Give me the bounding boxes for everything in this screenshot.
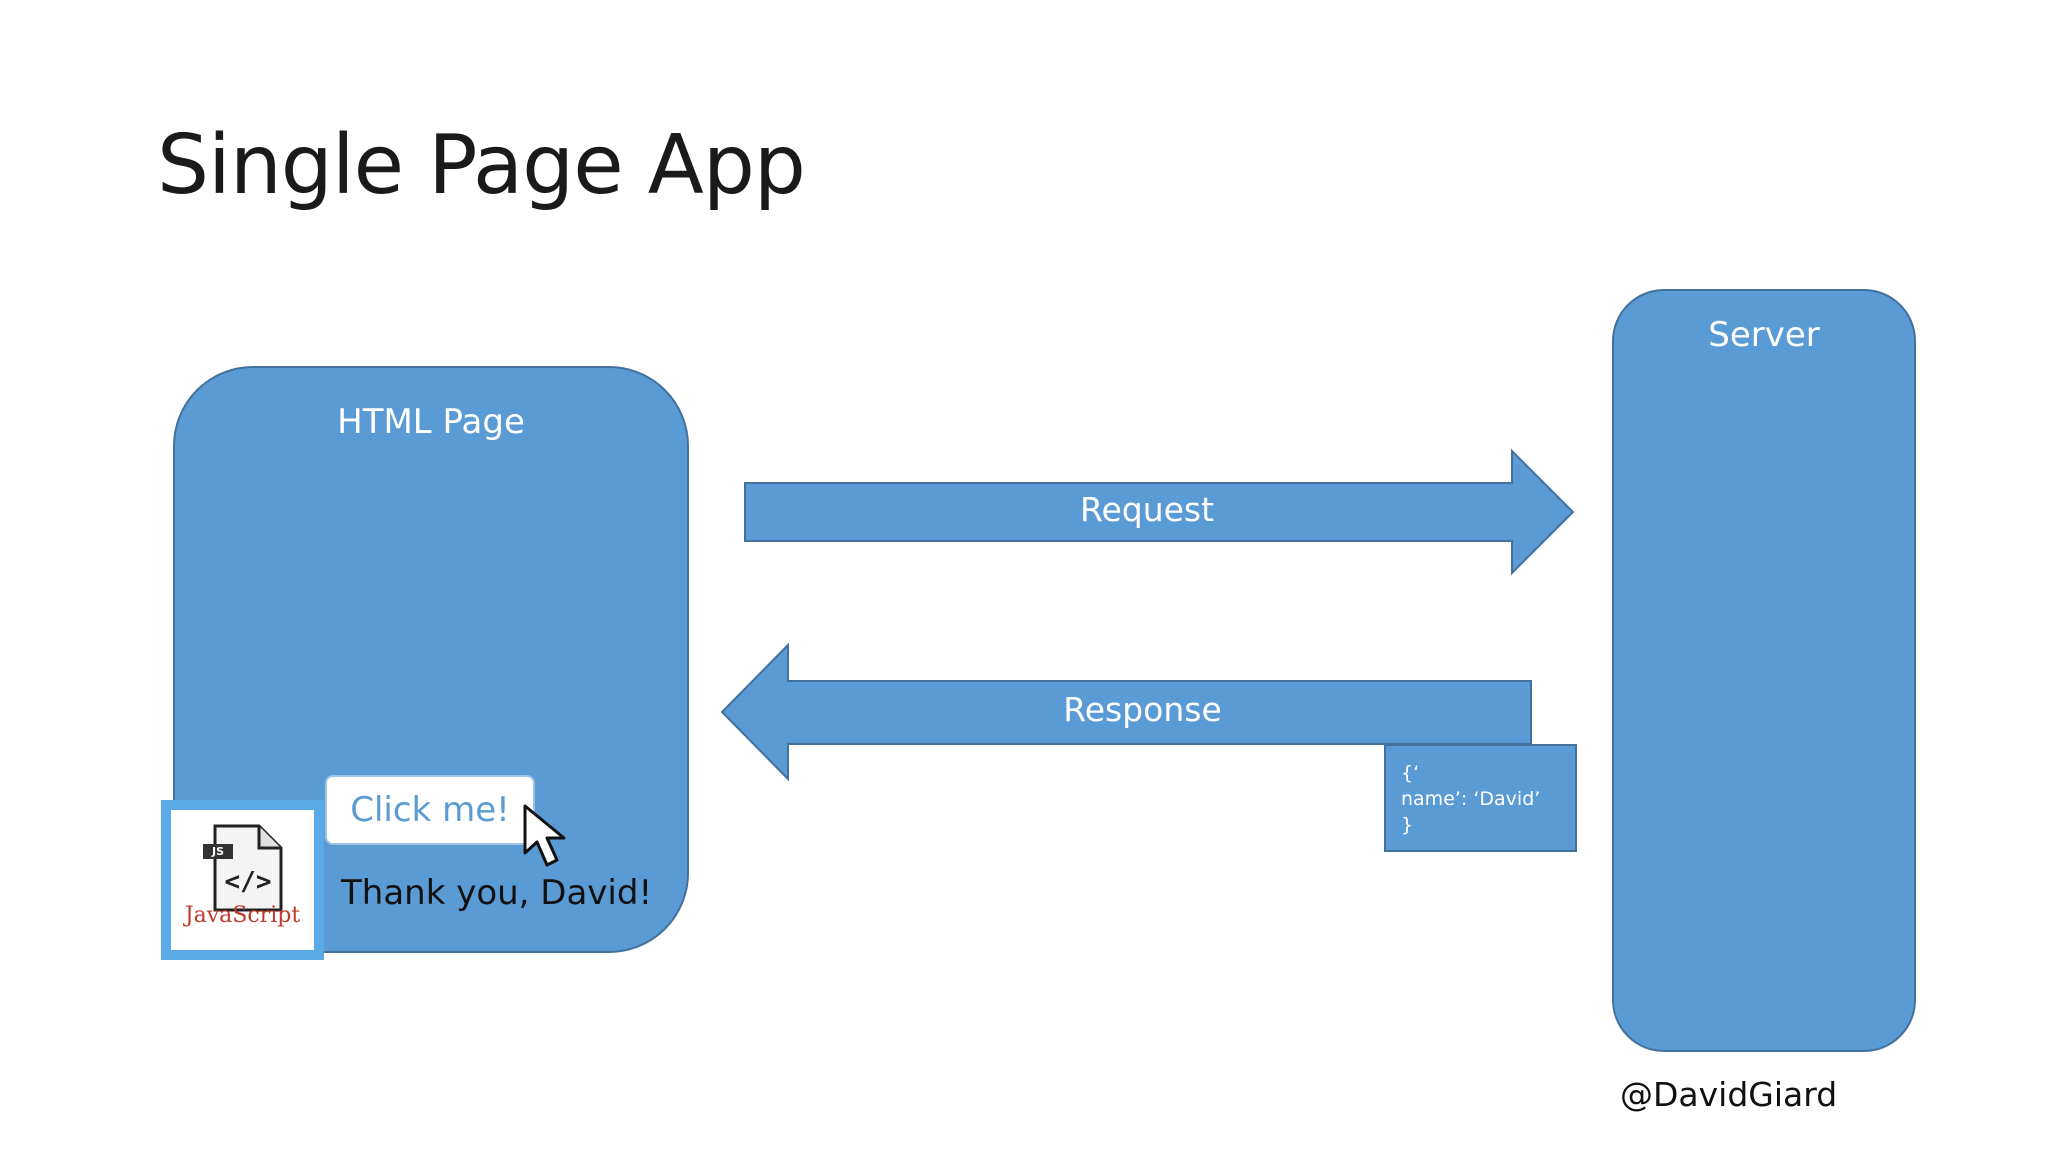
json-payload-box: {‘ name’: ‘David’ } <box>1384 744 1577 852</box>
json-line: } <box>1401 814 1414 836</box>
js-file-badge: JS <box>211 845 224 858</box>
javascript-file-icon: JS </> <box>203 824 283 912</box>
response-label: Response <box>1063 690 1222 729</box>
json-line: name’: ‘David’ <box>1401 788 1541 810</box>
svg-text:</>: </> <box>225 867 272 897</box>
server-label: Server <box>1708 315 1820 355</box>
javascript-label: JavaScript <box>184 903 301 928</box>
html-page-label: HTML Page <box>337 402 525 442</box>
thank-you-message: Thank you, David! <box>341 873 653 913</box>
json-line: {‘ <box>1401 762 1420 784</box>
slide-title: Single Page App <box>157 118 806 213</box>
javascript-badge: JS </> JavaScript <box>161 800 324 960</box>
request-label: Request <box>1080 490 1215 529</box>
author-handle: @DavidGiard <box>1620 1075 1838 1114</box>
server-box: Server <box>1612 289 1916 1052</box>
request-arrow <box>744 448 1575 576</box>
javascript-badge-inner: JS </> JavaScript <box>171 810 314 950</box>
mouse-pointer-icon <box>523 804 566 867</box>
click-me-button[interactable]: Click me! <box>325 775 535 845</box>
